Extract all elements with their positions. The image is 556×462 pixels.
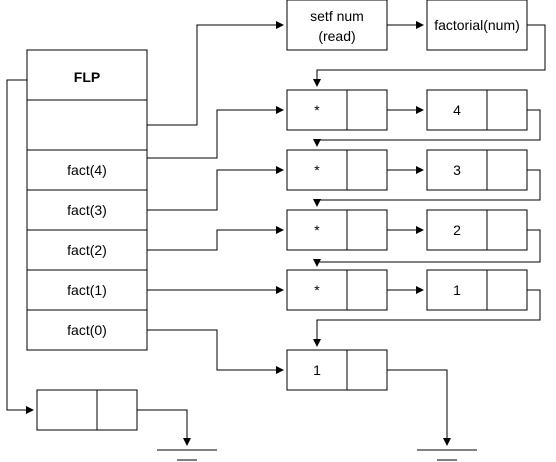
arrow-connector: [387, 369, 451, 446]
flp-header-cell: [26, 49, 148, 101]
arrow-connector: [147, 166, 284, 211]
multiply-symbol: *: [314, 102, 320, 118]
arrow-connector: [313, 109, 541, 147]
op-cell: [286, 89, 348, 131]
factorial-box: [426, 0, 528, 51]
arrow-connector: [313, 24, 546, 87]
connectors: [6, 21, 546, 446]
op-cell: [286, 209, 348, 251]
ground-symbol-left: [157, 449, 217, 461]
free-cell-left: [36, 389, 98, 431]
value-cell: [426, 89, 488, 131]
op-cell: [286, 269, 348, 311]
stack-frame-label: fact(2): [67, 242, 107, 258]
op-cell: [286, 149, 348, 191]
arrow-connector: [313, 169, 541, 207]
base-case-row: 1: [286, 349, 388, 391]
level-row-2: * 2: [286, 209, 528, 251]
top-row: setf num (read) factorial(num): [286, 0, 528, 51]
value-cell: [426, 149, 488, 191]
pointer-cell: [346, 209, 388, 251]
arrow-connector: [147, 226, 284, 251]
arrow-connector: [313, 289, 541, 347]
pointer-cell: [346, 349, 388, 391]
level-row-3: * 3: [286, 149, 528, 191]
stack-frame-label: fact(3): [67, 202, 107, 218]
pointer-cell: [486, 209, 528, 251]
arrow-connector: [147, 21, 284, 126]
factorial-label: factorial(num): [434, 17, 520, 33]
value-cell: [426, 269, 488, 311]
pointer-cell: [346, 149, 388, 191]
multiply-symbol: *: [314, 222, 320, 238]
flp-label: FLP: [74, 69, 100, 85]
arrow-connector: [147, 329, 284, 374]
multiply-symbol: *: [314, 282, 320, 298]
pointer-cell: [486, 149, 528, 191]
value-label: 2: [453, 222, 461, 238]
arrow-connector: [137, 409, 191, 446]
level-row-1: * 1: [286, 269, 528, 311]
stack-frame-label: fact(1): [67, 282, 107, 298]
stack-empty-cell: [26, 99, 148, 151]
pointer-cell: [486, 269, 528, 311]
base-value-label: 1: [313, 362, 321, 378]
arrow-connector: [313, 229, 541, 267]
free-cell-right: [96, 389, 138, 431]
base-value-cell: [286, 349, 348, 391]
pointer-cell: [346, 269, 388, 311]
value-label: 4: [453, 102, 461, 118]
arrow-connector: [6, 79, 34, 414]
pointer-cell: [346, 89, 388, 131]
setf-label-line1: setf num: [310, 8, 364, 24]
setf-label-line2: (read): [318, 28, 355, 44]
arrow-connector: [147, 106, 284, 159]
stack-frame-fact3: [26, 189, 148, 231]
ground-symbol-right: [417, 449, 477, 461]
stack-frame-fact0: [26, 309, 148, 351]
stack-frame-fact4: [26, 149, 148, 191]
stack-frame-label: fact(4): [67, 162, 107, 178]
value-label: 3: [453, 162, 461, 178]
pointer-cell: [486, 89, 528, 131]
value-label: 1: [453, 282, 461, 298]
stack-column: FLP fact(4) fact(3) fact(2) fact(1) fact…: [26, 49, 148, 351]
stack-frame-label: fact(0): [67, 322, 107, 338]
multiply-symbol: *: [314, 162, 320, 178]
free-cell: [36, 389, 138, 431]
